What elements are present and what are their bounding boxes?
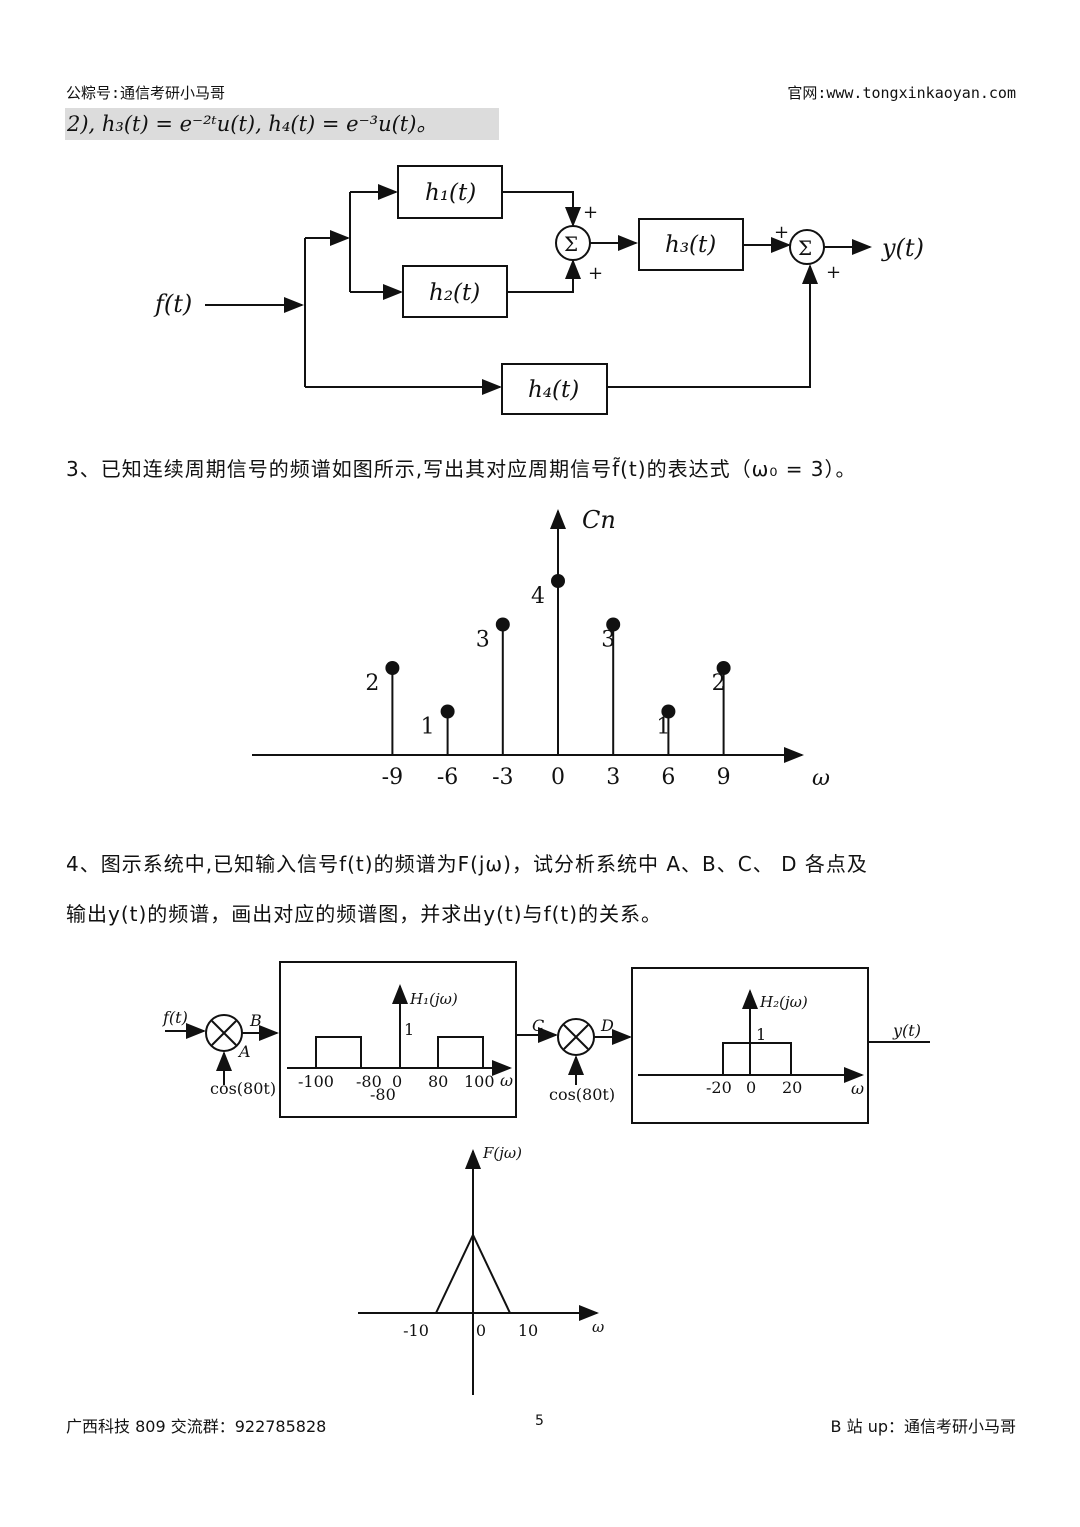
h1-title: H₁(jω) [409, 990, 458, 1008]
d2-input: f(t) [162, 1008, 188, 1027]
tick-label: 0 [476, 1321, 486, 1340]
h1-tick: 100 [464, 1072, 495, 1091]
d1-sum1: Σ [564, 232, 578, 256]
data-label: 2 [712, 671, 726, 696]
plus: + [826, 262, 841, 283]
block-diagram-1 [205, 165, 872, 415]
h1-tick: -80 [356, 1072, 382, 1091]
tick-label: -9 [382, 765, 403, 790]
tick-label: 9 [717, 765, 731, 790]
tick-label: 0 [551, 765, 565, 790]
data-label: 1 [421, 715, 435, 740]
x-axis-label: ω [592, 1318, 604, 1336]
h1-tick: 80 [428, 1072, 448, 1091]
stem-point [606, 617, 621, 632]
d1-h2-label: h₂(t) [429, 280, 480, 306]
footer-right: B 站 up：通信考研小马哥 [830, 1417, 1016, 1436]
d1-sum2: Σ [798, 236, 812, 260]
d1-h1-label: h₁(t) [425, 180, 476, 206]
page-number: 5 [535, 1413, 544, 1429]
h2-tick: 0 [746, 1078, 756, 1097]
point-c: C [532, 1016, 544, 1035]
d1-h3-label: h₃(t) [665, 232, 716, 258]
tick-label: 10 [518, 1321, 538, 1340]
d1-output: y(t) [881, 234, 924, 262]
tick-label: -3 [492, 765, 513, 790]
d1-input: f(t) [153, 290, 192, 318]
h1-filter-box [279, 961, 517, 1118]
h2-omega: ω [851, 1079, 864, 1098]
stem-point [551, 574, 565, 588]
header-left: 公粽号:通信考研小马哥 [66, 84, 226, 102]
data-label: 3 [601, 628, 615, 653]
data-label: 1 [656, 715, 670, 740]
plus: + [588, 263, 603, 284]
tick-label: -10 [403, 1321, 429, 1340]
input-spectrum-chart: F(jω) ω -10 0 10 [358, 1144, 604, 1395]
h1-tick-extra: -80 [370, 1085, 396, 1104]
h2-one: 1 [756, 1025, 766, 1044]
chart-title: F(jω) [482, 1144, 522, 1162]
stem-point [716, 661, 731, 675]
h1-tick: 0 [392, 1072, 402, 1091]
point-d: D [600, 1016, 614, 1035]
x-axis-label: ω [812, 766, 830, 791]
h2-tick: -20 [706, 1078, 732, 1097]
carrier-1: cos(80t) [210, 1079, 276, 1098]
d2-output: y(t) [892, 1021, 921, 1040]
h4-block [501, 363, 608, 415]
tick-label: 3 [606, 765, 620, 790]
data-label: 3 [476, 628, 490, 653]
h1-one: 1 [404, 1020, 414, 1039]
data-label: 2 [365, 671, 379, 696]
tick-label: -6 [437, 765, 458, 790]
question-4-line1: 4、图示系统中,已知输入信号f(t)的频谱为F(jω)，试分析系统中 A、B、C… [66, 852, 868, 876]
data-label: 4 [531, 584, 545, 609]
spectrum-line [435, 1232, 511, 1314]
h2-tick: 20 [782, 1078, 802, 1097]
d1-h4-label: h₄(t) [528, 377, 579, 403]
formula-line: 2), h₃(t) = e⁻²ᵗu(t), h₄(t) = e⁻³u(t)。 [65, 108, 499, 140]
block-diagram-2 [165, 961, 930, 1124]
plus: + [774, 222, 789, 243]
h2-filter-box [631, 967, 869, 1124]
question-4-line2: 输出y(t)的频谱，画出对应的频谱图，并求出y(t)与f(t)的关系。 [66, 902, 663, 926]
question-3: 3、已知连续周期信号的频谱如图所示,写出其对应周期信号f̃(t)的表达式（ω₀ … [66, 457, 857, 481]
stem-point [495, 617, 510, 632]
point-b: B [249, 1011, 262, 1030]
header-right: 官网:www.tongxinkaoyan.com [787, 84, 1016, 102]
footer-left: 广西科技 809 交流群：922785828 [66, 1417, 327, 1436]
stem-point [440, 704, 455, 719]
stem-point [661, 704, 676, 719]
carrier-2: cos(80t) [549, 1085, 615, 1104]
h1-tick: -100 [298, 1072, 334, 1091]
stem-point [385, 661, 400, 675]
point-a: A [237, 1042, 251, 1061]
plus: + [583, 202, 598, 223]
h1-omega: ω [500, 1071, 513, 1090]
y-axis-label: Cn [582, 506, 616, 534]
h2-title: H₂(jω) [759, 993, 808, 1011]
tick-label: 6 [661, 765, 675, 790]
